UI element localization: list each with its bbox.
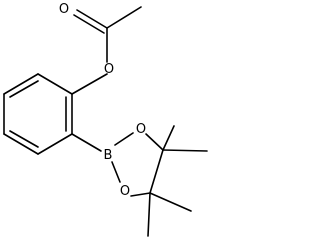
bond-carbonyl-double-b xyxy=(73,14,105,34)
atom-label-ring-oxygen-bottom: O xyxy=(120,184,130,199)
bond-carbonyl-double-a xyxy=(76,9,108,29)
methyl-top-1 xyxy=(162,125,175,151)
atom-label-ring-oxygen-top: O xyxy=(136,122,146,137)
dioxaborolane-ring xyxy=(111,132,164,197)
acetyl-group xyxy=(73,6,142,63)
bond-ring-boron xyxy=(71,133,102,152)
bond-methyl-carbonyl xyxy=(106,6,142,29)
atom-label-boron: B xyxy=(104,148,113,163)
bond-B-Obottom xyxy=(111,161,121,183)
bond-C-C xyxy=(149,149,164,194)
bond-B-Otop xyxy=(114,132,134,146)
methyl-top-2 xyxy=(162,149,208,152)
bond-Otop-C xyxy=(145,133,164,151)
structure-diagram: O O B O O xyxy=(3,2,208,237)
ring-double-2 xyxy=(9,130,39,148)
atom-label-carbonyl-oxygen: O xyxy=(59,2,69,17)
atom-label-ester-oxygen: O xyxy=(104,62,114,77)
bond-esterO-ring xyxy=(71,73,108,95)
benzene-ring xyxy=(3,73,73,155)
ring-bond-4 xyxy=(3,133,39,155)
ring-double-1 xyxy=(9,80,39,98)
ring-bond-1 xyxy=(37,73,73,95)
bond-Obottom-C xyxy=(130,192,151,197)
methyl-bottom-2 xyxy=(147,192,151,237)
ring-bond-5 xyxy=(37,133,73,155)
methyl-groups xyxy=(147,125,208,237)
methyl-bottom-1 xyxy=(149,192,192,212)
ring-bond-2 xyxy=(3,73,39,95)
